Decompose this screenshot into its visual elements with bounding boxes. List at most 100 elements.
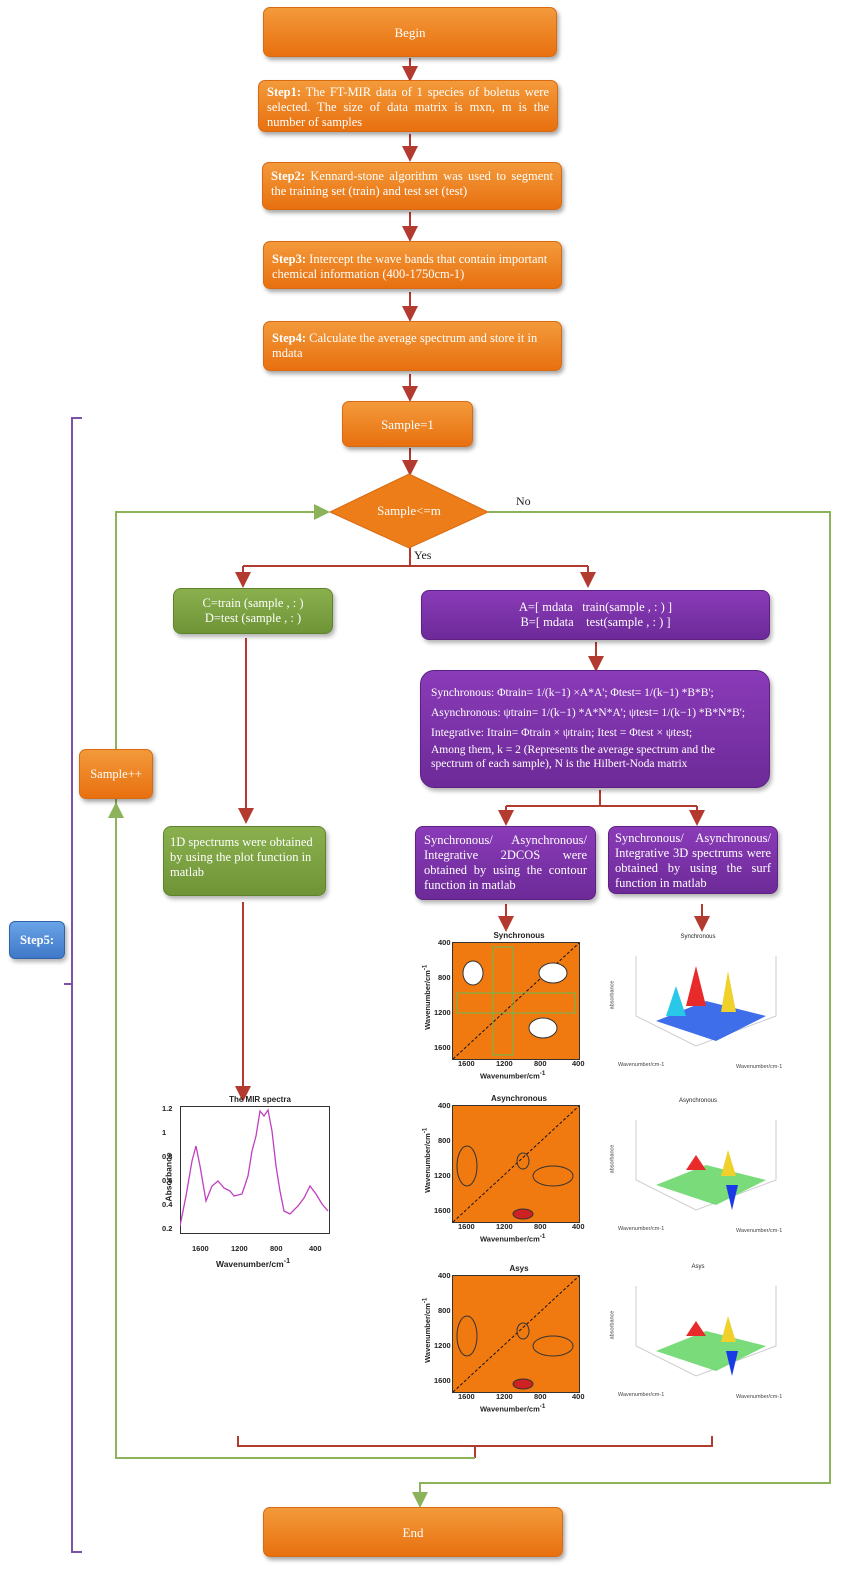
condition-label: Sample<=m	[377, 503, 441, 518]
contour-xlabel: Wavenumber/cm-1	[480, 1403, 546, 1414]
contour-ytick: 1200	[434, 1341, 451, 1350]
contour-xtick: 1600	[458, 1392, 475, 1401]
ab-line1: A=[ mdata train(sample , : ) ]	[518, 600, 673, 614]
cd-line2: D=test (sample , : )	[204, 611, 302, 625]
step2-title: Step2:	[271, 169, 306, 183]
contour-ytick: 1200	[434, 1008, 451, 1017]
contour-xtick: 1200	[496, 1222, 513, 1231]
oned-box: 1D spectrums were obtained by using the …	[163, 826, 326, 896]
contour-title: Asynchronous	[490, 1094, 547, 1103]
step1-title: Step1:	[267, 85, 302, 99]
step5-bracket	[71, 417, 82, 1553]
threed-box: Synchronous/ Asynchronous/ Integrative 3…	[608, 826, 778, 894]
no-label: No	[516, 494, 531, 508]
step2-text: Kennard-stone algorithm was used to segm…	[271, 169, 553, 198]
step3-box: Step3: Intercept the wave bands that con…	[263, 241, 562, 289]
yes-label: Yes	[414, 548, 432, 562]
contour-xtick: 1600	[458, 1222, 475, 1231]
twod-box: Synchronous/ Asynchronous/ Integrative 2…	[415, 826, 596, 900]
contour-ytick: 400	[438, 1101, 451, 1110]
contour-ytick: 800	[438, 1136, 451, 1145]
surface-zlabel: absorbance	[609, 980, 616, 1010]
mir-axes	[180, 1106, 330, 1234]
ab-line2: B=[ mdata test(sample , : ) ]	[520, 615, 671, 629]
surface-title: Asys	[691, 1264, 705, 1270]
contour-xtick: 400	[572, 1392, 585, 1401]
begin-label: Begin	[394, 24, 426, 40]
contour-ytick: 1200	[434, 1171, 451, 1180]
formula-sync: Synchronous: Φtrain= 1/(k−1) ×A*A'; Φtes…	[431, 687, 714, 699]
surface-ylabel: Wavenumber/cm-1	[736, 1394, 783, 1400]
contour-title: Asys	[509, 1264, 529, 1273]
surface-canvas	[635, 1120, 777, 1211]
formula-integrative: Integrative: Itrain= Φtrain × ψtrain; It…	[431, 727, 693, 739]
step1-text: The FT-MIR data of 1 species of boletus …	[267, 85, 549, 129]
end-box: End	[263, 1507, 563, 1557]
step3-title: Step3:	[272, 252, 307, 266]
threed-text: Synchronous/ Asynchronous/ Integrative 3…	[615, 831, 771, 890]
surface-xlabel: Wavenumber/cm-1	[618, 1226, 665, 1232]
contour-xlabel: Wavenumber/cm-1	[480, 1233, 546, 1244]
mir-ytick: 0.2	[162, 1224, 173, 1233]
surface-plot: Asynchronous absorbance Wavenumber/cm-1 …	[608, 1096, 788, 1246]
mir-xtick: 1600	[192, 1244, 209, 1253]
contour-xlabel: Wavenumber/cm-1	[480, 1070, 546, 1081]
step4-text: Calculate the average spectrum and store…	[272, 331, 538, 360]
step5-label: Step5:	[19, 932, 55, 947]
condition-diamond	[328, 473, 490, 549]
begin-box: Begin	[263, 7, 557, 57]
surface-zlabel: absorbance	[609, 1144, 616, 1174]
surface-title: Asynchronous	[678, 1098, 718, 1104]
contour-area	[452, 1105, 580, 1223]
sample-init-label: Sample=1	[381, 416, 434, 432]
cd-line1: C=train (sample , : )	[202, 596, 304, 610]
sample-inc-label: Sample++	[90, 766, 142, 781]
formula-note: Among them, k = 2 (Represents the averag…	[431, 744, 715, 770]
mir-plot-title: The MIR spectra	[229, 1095, 291, 1104]
surface-ylabel: Wavenumber/cm-1	[736, 1064, 783, 1070]
mir-xlabel: Wavenumber/cm-1	[216, 1257, 291, 1269]
contour-ylabel: Wavenumber/cm-1	[421, 1297, 432, 1363]
mir-ytick: 0.8	[162, 1152, 173, 1161]
contour-ytick: 1600	[434, 1206, 451, 1215]
surface-zlabel: absorbance	[609, 1310, 616, 1340]
formula-box: Synchronous: Φtrain= 1/(k−1) ×A*A'; Φtes…	[420, 670, 770, 788]
step4-title: Step4:	[272, 331, 307, 345]
cd-box: C=train (sample , : ) D=test (sample , :…	[173, 588, 333, 634]
step3-text: Intercept the wave bands that contain im…	[272, 252, 548, 281]
contour-area	[452, 942, 580, 1060]
contour-xtick: 400	[572, 1222, 585, 1231]
twod-text: Synchronous/ Asynchronous/ Integrative 2…	[424, 833, 587, 892]
mir-ytick: 0.4	[162, 1200, 173, 1209]
sample-init-box: Sample=1	[342, 401, 473, 447]
surface-title: Synchronous	[680, 934, 716, 940]
contour-plot: Synchronous Wavenumber/cm-1 Wavenumber/c…	[416, 930, 586, 1090]
surface-plot: Synchronous absorbance Wavenumber/cm-1 W…	[608, 932, 788, 1082]
mir-xtick: 400	[309, 1244, 322, 1253]
step1-box: Step1: The FT-MIR data of 1 species of b…	[258, 80, 558, 132]
no-path-line	[412, 511, 831, 1508]
contour-area	[452, 1275, 580, 1393]
contour-ytick: 800	[438, 973, 451, 982]
contour-plot: Asynchronous Wavenumber/cm-1 Wavenumber/…	[416, 1093, 586, 1253]
mir-ytick: 0.6	[162, 1176, 173, 1185]
surface-canvas	[635, 1286, 777, 1377]
mir-ytick: 1.2	[162, 1104, 173, 1113]
contour-xtick: 1200	[496, 1392, 513, 1401]
formula-async: Asynchronous: ψtrain= 1/(k−1) *A*N*A'; ψ…	[431, 707, 746, 719]
contour-ytick: 800	[438, 1306, 451, 1315]
mir-spectrum-line	[180, 1108, 329, 1227]
surface-xlabel: Wavenumber/cm-1	[618, 1062, 665, 1068]
step4-box: Step4: Calculate the average spectrum an…	[263, 321, 562, 371]
contour-xtick: 1200	[496, 1059, 513, 1068]
surface-plot: Asys absorbance Wavenumber/cm-1 Wavenumb…	[608, 1262, 788, 1412]
mir-plot: The MIR spectra Absorbance Wavenumber/cm…	[150, 1094, 340, 1272]
mir-ytick: 1	[162, 1128, 167, 1137]
contour-xtick: 400	[572, 1059, 585, 1068]
step5-box: Step5:	[9, 921, 65, 959]
contour-ytick: 1600	[434, 1043, 451, 1052]
contour-ytick: 400	[438, 938, 451, 947]
contour-ytick: 400	[438, 1271, 451, 1280]
contour-title: Synchronous	[493, 931, 545, 940]
contour-xtick: 800	[534, 1059, 547, 1068]
